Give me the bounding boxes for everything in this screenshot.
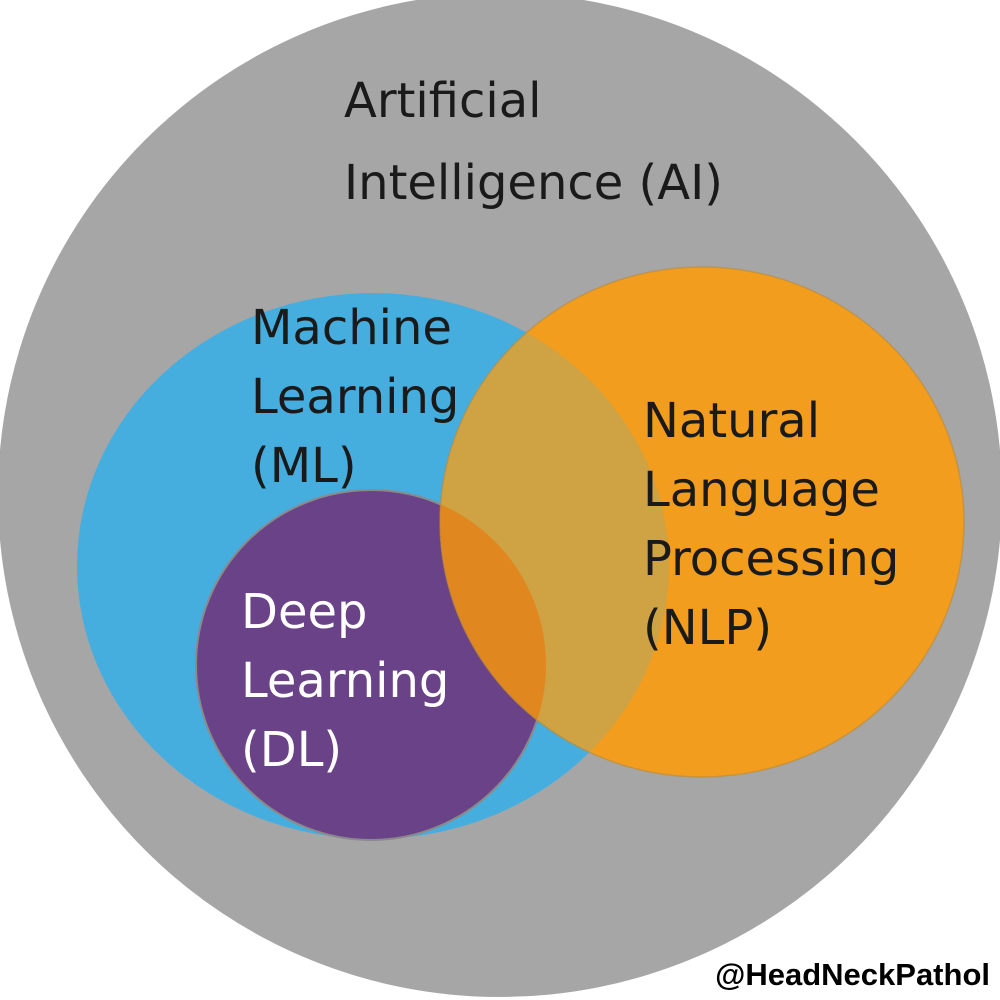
dl-label: Deep Learning (DL) [241, 584, 465, 778]
ai-label-line: Artificial [344, 73, 541, 129]
dl-label-line: Learning [241, 653, 449, 709]
dl-label-line: (DL) [241, 722, 342, 778]
nlp-label-line: Natural [643, 393, 820, 449]
nlp-label-line: Language [643, 462, 880, 518]
ml-label: Machine Learning (ML) [251, 300, 475, 494]
nlp-outline [439, 266, 965, 778]
ai-label: Artificial Intelligence (AI) [344, 73, 723, 211]
nlp-label: Natural Language Processing (NLP) [643, 393, 915, 656]
nlp-label-line: (NLP) [643, 600, 772, 656]
nlp-label-line: Processing [643, 531, 899, 587]
ml-label-line: Machine [251, 300, 452, 356]
ml-label-line: Learning [251, 369, 459, 425]
ai-label-line: Intelligence (AI) [344, 155, 723, 211]
dl-label-line: Deep [241, 584, 368, 640]
credit-handle: @HeadNeckPathol [715, 957, 990, 992]
ml-label-line: (ML) [251, 438, 357, 494]
